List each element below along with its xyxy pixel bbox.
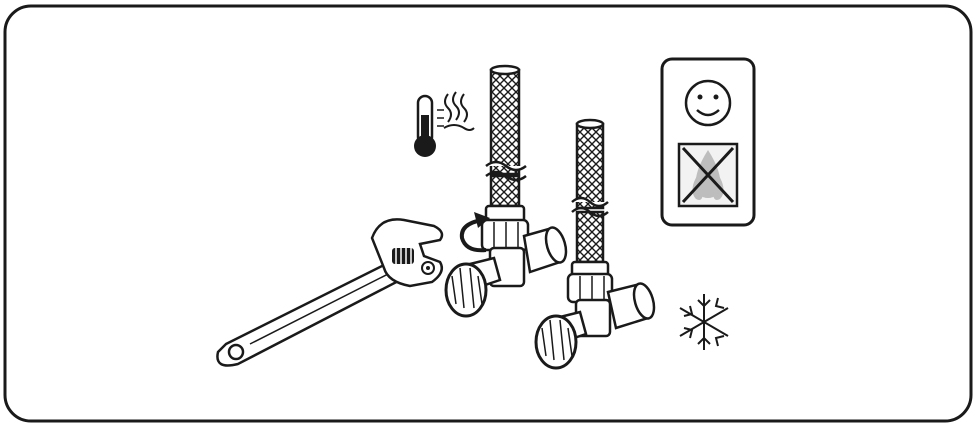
hot-water-angle-valve bbox=[444, 204, 568, 318]
snowflake-icon bbox=[679, 294, 729, 350]
hose-break-mark bbox=[485, 160, 527, 172]
adjustable-wrench bbox=[216, 218, 444, 367]
hot-water-hose bbox=[485, 64, 527, 208]
hose-break-mark bbox=[571, 206, 609, 218]
thermometer-with-heat-waves-icon bbox=[414, 91, 475, 157]
no-flame-icon bbox=[677, 142, 739, 208]
smiley-face-icon bbox=[684, 79, 732, 127]
hose-break-mark bbox=[571, 196, 609, 208]
wrench-hang-hole bbox=[227, 343, 245, 361]
instruction-icon-panel bbox=[660, 57, 756, 227]
hose-break-mark bbox=[485, 170, 527, 182]
rotate-arrow-icon bbox=[459, 212, 490, 253]
cold-water-hose bbox=[571, 118, 609, 264]
cold-water-angle-valve bbox=[534, 260, 656, 370]
